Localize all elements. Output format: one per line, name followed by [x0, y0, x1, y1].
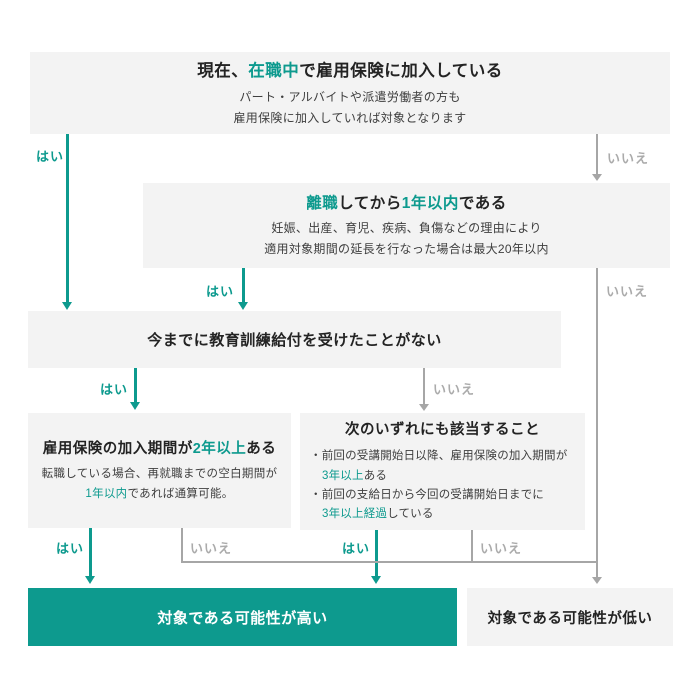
- note-segment: であれば通算可能。: [127, 487, 234, 500]
- note-line: 転職している場合、再就職までの空白期間が: [41, 467, 278, 480]
- label-yes-q2: はい: [206, 284, 235, 299]
- question-box-insured-two-years: 雇用保険の加入期間が2年以上ある 転職している場合、再就職までの空白期間が 1年…: [28, 413, 291, 528]
- note-line: 妊娠、出産、育児、疾病、負傷などの理由により: [271, 220, 542, 235]
- title-segment: で雇用保険に加入している: [299, 61, 503, 80]
- result-box-likely-eligible: 対象である可能性が高い: [28, 588, 457, 646]
- result-label: 対象である可能性が高い: [157, 609, 328, 627]
- condition-item: ・前回の受講開始日以降、雇用保険の加入期間が: [310, 450, 568, 463]
- question-title: 雇用保険の加入期間が2年以上ある: [43, 437, 277, 458]
- question-box-within-one-year: 離職してから1年以内である 妊娠、出産、育児、疾病、負傷などの理由により 適用対…: [143, 183, 670, 268]
- condition-segment-highlight: 3年以上経過: [322, 508, 388, 521]
- title-segment: 現在、: [197, 61, 249, 80]
- question-box-never-received-benefit: 今までに教育訓練給付を受けたことがない: [28, 311, 561, 368]
- condition-segment: している: [387, 508, 434, 521]
- title-segment: である: [458, 194, 507, 212]
- arrow-yes-q1: [66, 134, 69, 302]
- title-segment-highlight: 在職中: [248, 61, 300, 80]
- note-line: 雇用保険に加入していれば対象となります: [233, 111, 467, 125]
- question-title: 現在、在職中で雇用保険に加入している: [197, 57, 503, 81]
- arrow-no-q4a: [181, 528, 183, 563]
- question-box-all-conditions: 次のいずれにも該当すること ・前回の受講開始日以降、雇用保険の加入期間が 3年以…: [300, 413, 585, 530]
- result-box-unlikely-eligible: 対象である可能性が低い: [467, 588, 673, 646]
- arrow-yes-q2: [242, 268, 245, 302]
- condition-item: ・前回の支給日から今回の受講開始日までに: [310, 489, 544, 501]
- label-yes-q4a: はい: [56, 541, 85, 556]
- arrow-no-q3: [423, 368, 425, 404]
- question-title: 今までに教育訓練給付を受けたことがない: [147, 329, 442, 350]
- question-note: パート・アルバイトや派遣労働者の方も 雇用保険に加入していれば対象となります: [234, 87, 467, 130]
- condition-segment-highlight: 3年以上: [322, 469, 364, 482]
- note-line: パート・アルバイトや派遣労働者の方も: [239, 89, 461, 104]
- condition-item-continuation: 3年以上ある: [310, 467, 575, 486]
- title-segment: 今までに教育訓練給付を受けたことがない: [147, 332, 442, 349]
- arrow-no-q2: [596, 268, 598, 577]
- label-no-q3: いいえ: [433, 382, 476, 397]
- question-title: 離職してから1年以内である: [306, 191, 507, 213]
- label-yes-q3: はい: [100, 382, 129, 397]
- note-line: 1年以内であれば通算可能。: [42, 485, 278, 505]
- arrow-yes-q4a: [89, 528, 92, 576]
- condition-item-continuation: 3年以上経過している: [310, 505, 575, 524]
- arrow-no-q4b: [471, 530, 473, 563]
- arrow-no-q2-head: [592, 577, 602, 584]
- note-segment-highlight: 1年以内: [85, 487, 128, 500]
- title-segment-highlight: 2年以上: [192, 440, 247, 457]
- label-no-q1: いいえ: [607, 151, 650, 166]
- arrow-yes-q4b-head: [371, 576, 381, 584]
- label-no-q2: いいえ: [606, 284, 649, 299]
- arrow-yes-q4a-head: [85, 576, 95, 584]
- result-label: 対象である可能性が低い: [487, 610, 653, 627]
- condition-segment: ある: [363, 469, 388, 482]
- question-note: 妊娠、出産、育児、疾病、負傷などの理由により 適用対象期間の延長を行なった場合は…: [264, 218, 549, 261]
- label-yes-q1: はい: [36, 149, 65, 164]
- title-segment-highlight: 1年以内: [401, 194, 459, 212]
- title-segment: 次のいずれにも該当すること: [345, 422, 540, 439]
- arrow-yes-q3: [134, 368, 137, 402]
- arrow-no-q1: [596, 134, 598, 174]
- label-no-q4b: いいえ: [480, 541, 523, 556]
- question-note: 転職している場合、再就職までの空白期間が 1年以内であれば通算可能。: [42, 465, 278, 504]
- question-box-current-employment: 現在、在職中で雇用保険に加入している パート・アルバイトや派遣労働者の方も 雇用…: [30, 52, 670, 134]
- no-connector-line: [181, 561, 598, 563]
- question-title: 次のいずれにも該当すること: [345, 418, 540, 439]
- title-segment: 雇用保険の加入期間が: [42, 440, 193, 457]
- arrow-yes-q4b: [375, 530, 378, 576]
- title-segment: ある: [246, 440, 277, 457]
- title-segment: してから: [338, 194, 402, 212]
- label-yes-q4b: はい: [342, 541, 371, 556]
- arrow-yes-q2-head: [238, 302, 248, 310]
- title-segment-highlight: 離職: [306, 194, 339, 212]
- arrow-yes-q1-head: [62, 302, 72, 310]
- arrow-no-q1-head: [592, 174, 602, 181]
- note-line: 適用対象期間の延長を行なった場合は最大20年以内: [264, 242, 549, 256]
- arrow-no-q3-head: [419, 404, 429, 411]
- condition-list: ・前回の受講開始日以降、雇用保険の加入期間が 3年以上ある ・前回の支給日から今…: [310, 447, 575, 524]
- label-no-q4a: いいえ: [190, 541, 233, 556]
- arrow-yes-q3-head: [130, 402, 140, 410]
